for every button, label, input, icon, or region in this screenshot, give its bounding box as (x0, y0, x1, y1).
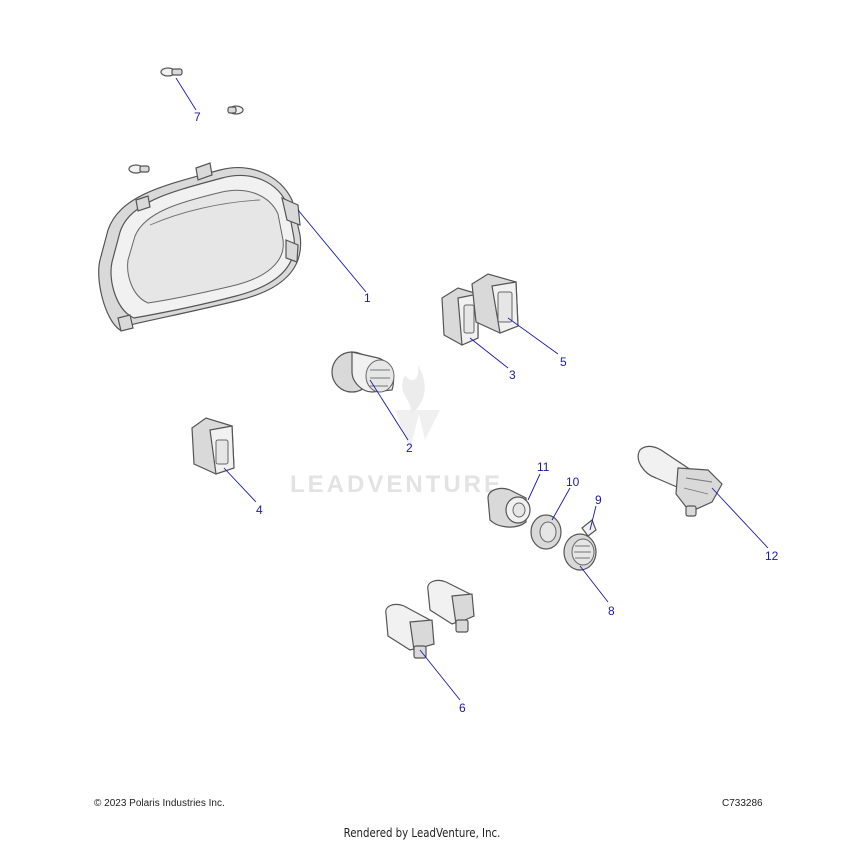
watermark-logo (395, 365, 440, 450)
callout-9: 9 (595, 493, 602, 507)
drawing-code: C733286 (722, 798, 763, 809)
callout-7: 7 (194, 110, 201, 124)
part-8-socket-cap (563, 533, 597, 571)
part-11-power-socket (487, 487, 531, 528)
watermark-text: LEADVENTURE (290, 471, 503, 498)
part-6-accessory-socket (385, 603, 435, 659)
callout-3: 3 (509, 368, 516, 382)
part-2-ignition-switch (331, 351, 395, 393)
part-6-accessory-socket (427, 579, 475, 633)
rendered-by-credit: Rendered by LeadVenture, Inc. (343, 826, 501, 840)
callout-1: 1 (364, 291, 371, 305)
part-1-instrument-cluster (98, 162, 302, 332)
part-10-retaining-nut (530, 514, 562, 550)
leader-lines (175, 77, 769, 701)
part-7-screw (160, 67, 183, 77)
part-12-grip-switch (637, 445, 723, 517)
part-7-screw (128, 164, 150, 174)
callout-6: 6 (459, 701, 466, 715)
callout-5: 5 (560, 355, 567, 369)
callout-10: 10 (566, 475, 580, 489)
part-3-rocker-switch (441, 287, 479, 346)
part-9-cap-tether (581, 519, 597, 537)
callout-12: 12 (765, 549, 779, 563)
copyright-notice: © 2023 Polaris Industries Inc. (94, 798, 225, 809)
callout-11: 11 (537, 460, 550, 474)
part-7-screw (227, 105, 244, 115)
part-5-rocker-switch (471, 273, 519, 334)
part-4-rocker-switch (191, 417, 235, 475)
callout-8: 8 (608, 604, 615, 618)
callout-4: 4 (256, 503, 263, 517)
callout-2: 2 (406, 441, 413, 455)
